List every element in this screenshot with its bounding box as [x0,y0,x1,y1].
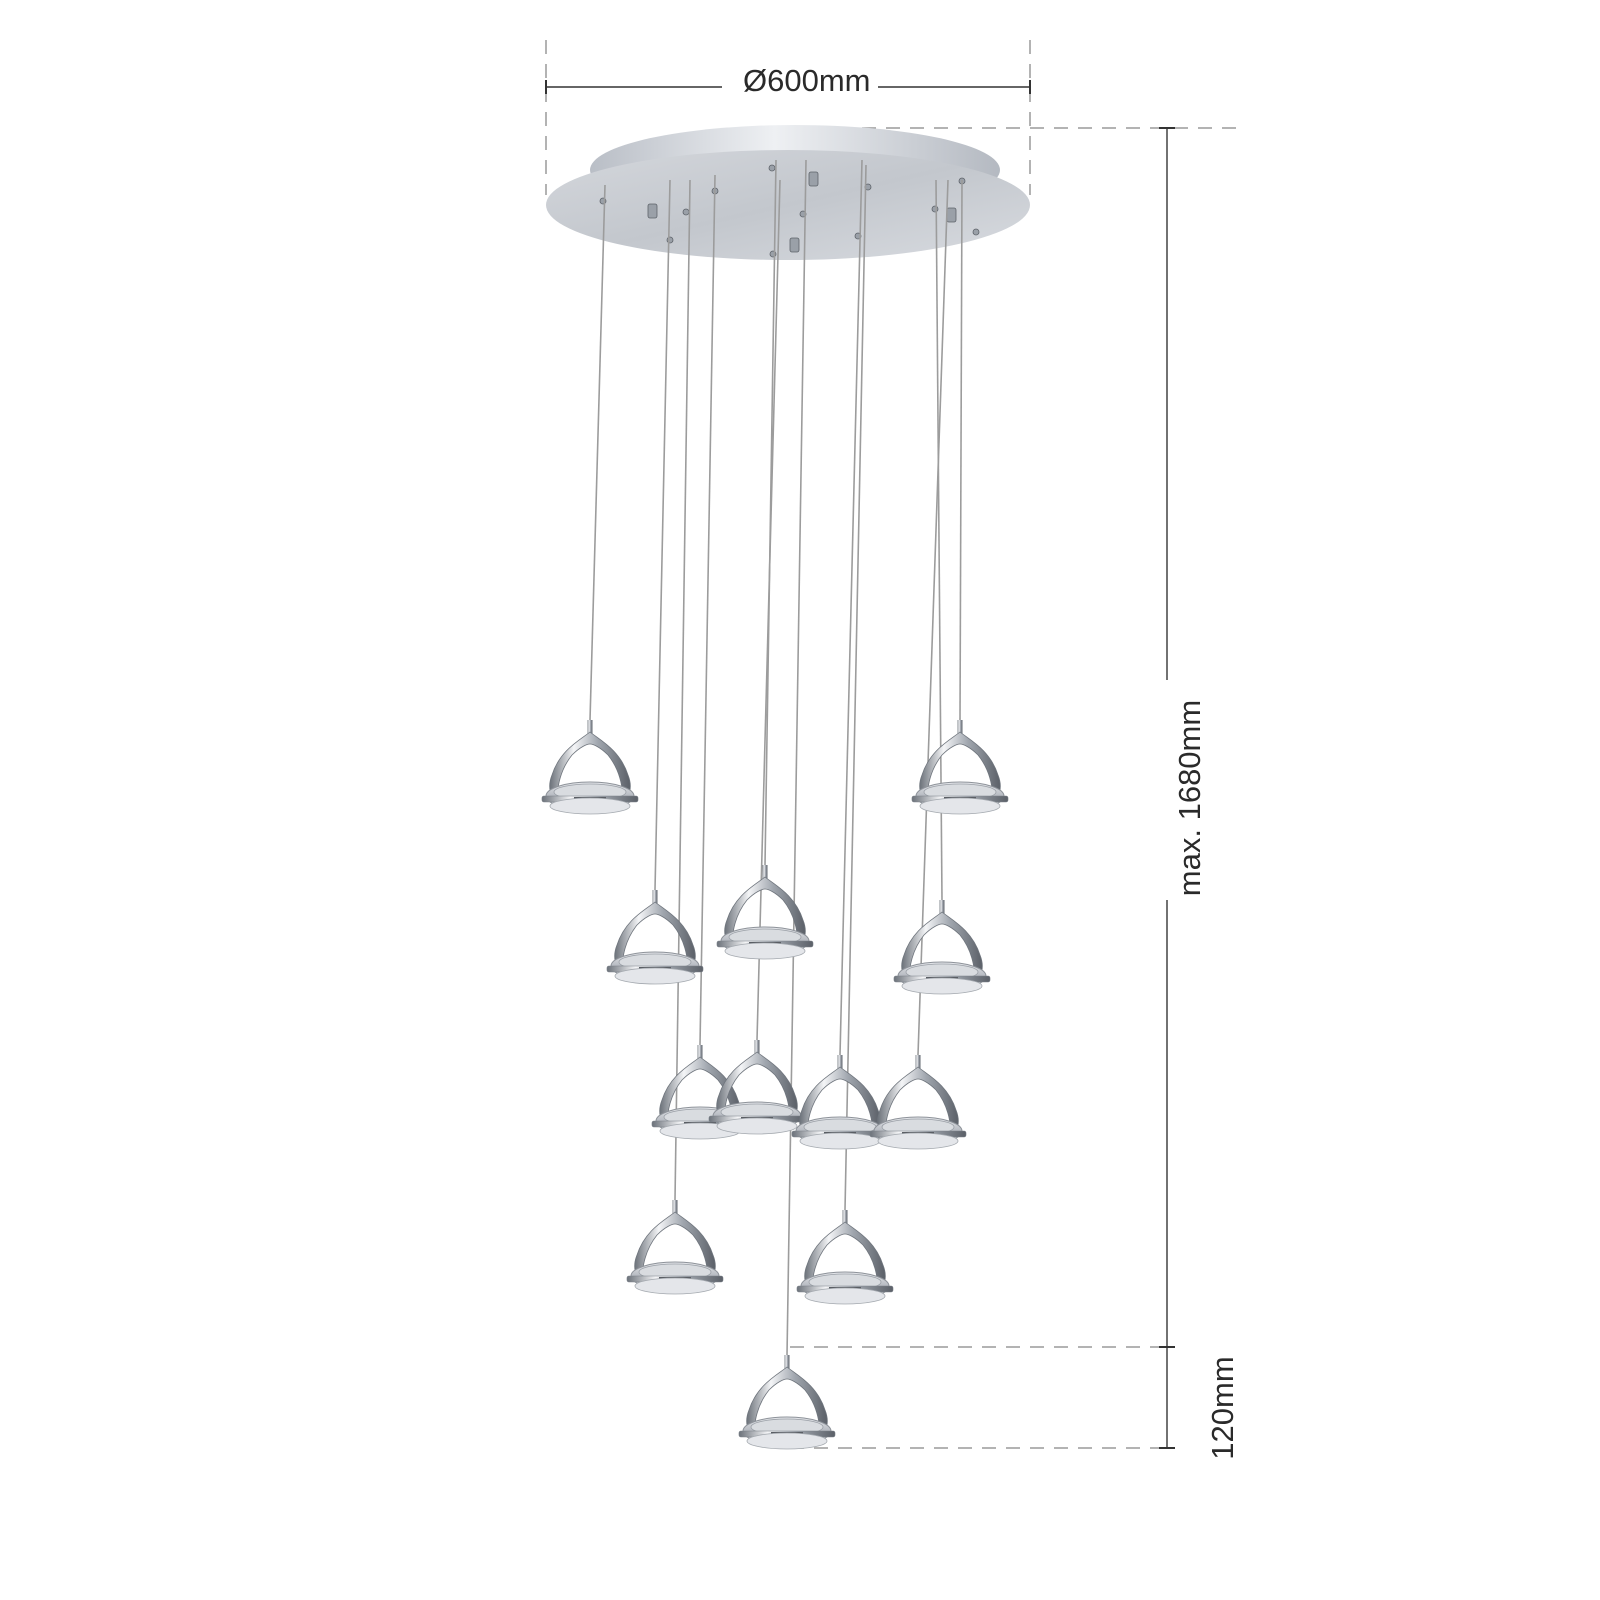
pendant-light [796,1209,894,1305]
pendant-height-label: 120mm [1205,1356,1241,1460]
pendant-light [708,1039,806,1135]
pendant-light [869,1054,967,1150]
pendant-light [606,889,704,985]
ceiling-canopy [546,125,1030,260]
pendant-light [541,719,639,815]
max-height-label: max. 1680mm [1172,699,1208,897]
diameter-label: Ø600mm [735,63,879,99]
pendant-light [626,1199,724,1295]
diameter-dimension [545,40,1031,195]
suspension-cables [589,159,963,1356]
pendant-light [716,864,814,960]
pendant-light [738,1354,836,1450]
pendant-light [911,719,1009,815]
pendant-lights [541,719,1009,1450]
pendant-light [893,899,991,995]
